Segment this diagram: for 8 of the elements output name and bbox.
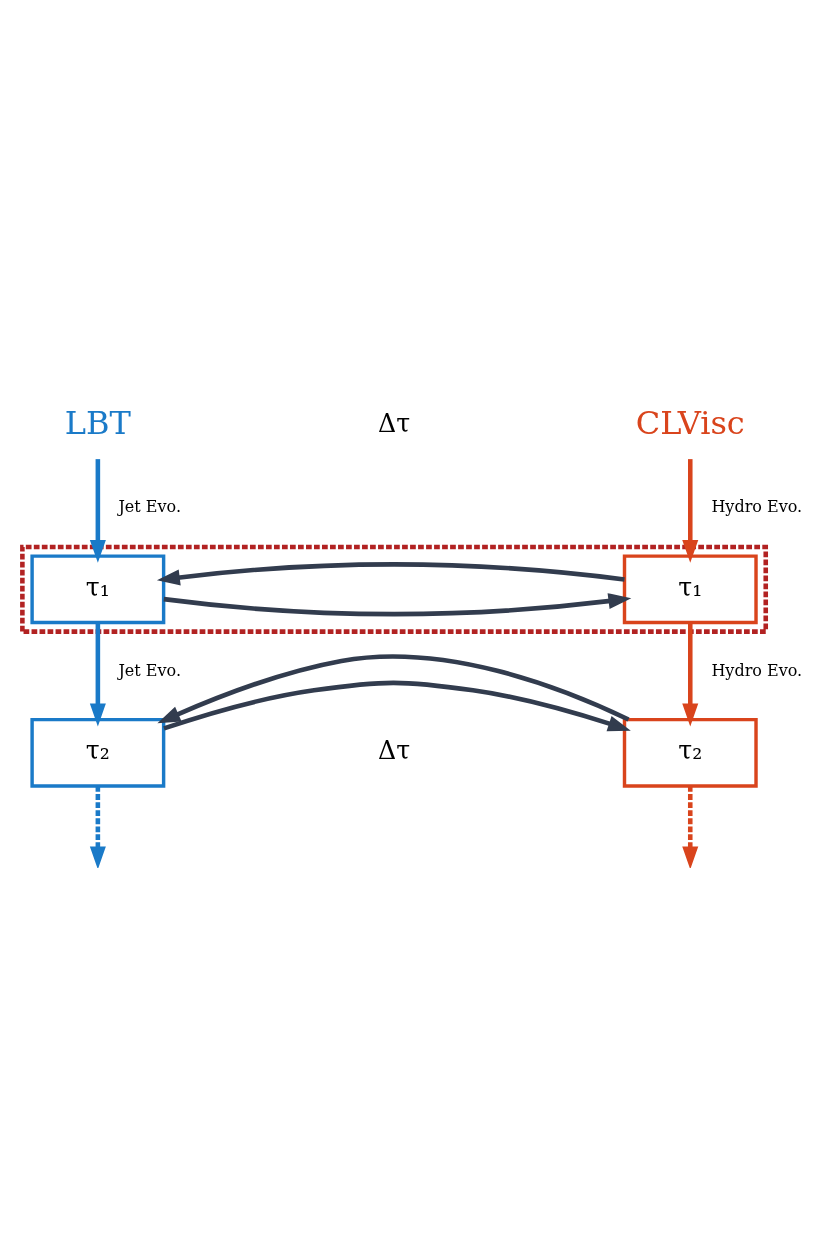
label: Δτ bbox=[378, 408, 411, 438]
edge-label: Hydro Evo. bbox=[711, 660, 803, 680]
edge-label: Jet Evo. bbox=[118, 496, 182, 516]
edge-label: Hydro Evo. bbox=[711, 496, 803, 516]
label: Δτ bbox=[378, 735, 411, 765]
node-text: CLVisc bbox=[635, 403, 745, 442]
node-text: LBT bbox=[64, 403, 131, 442]
edge-label: Jet Evo. bbox=[118, 660, 182, 680]
